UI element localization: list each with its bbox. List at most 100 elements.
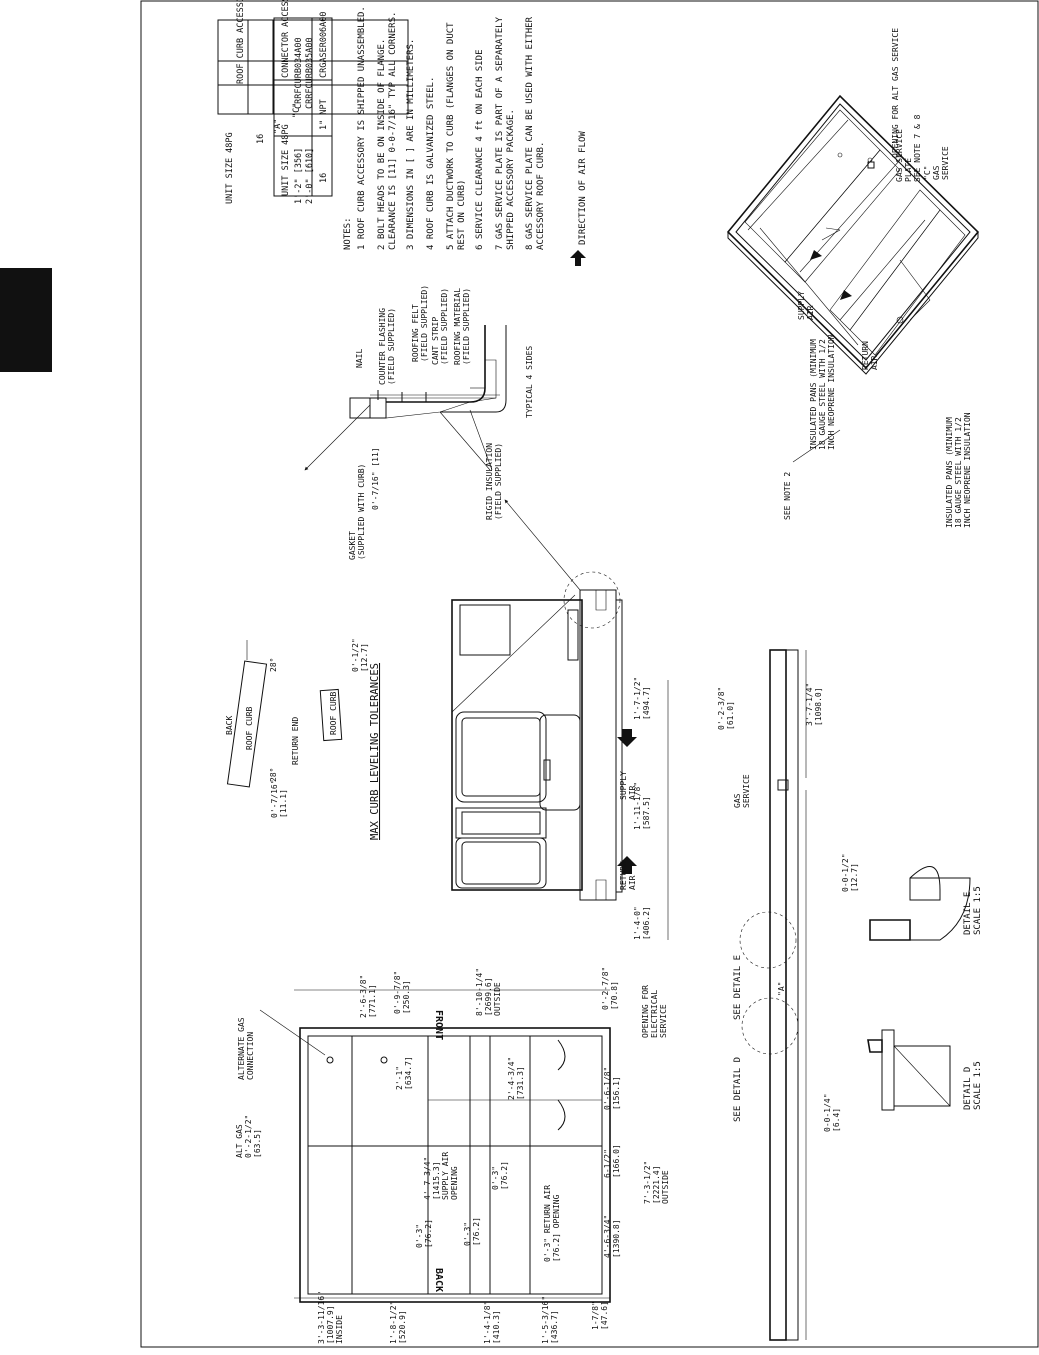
curb-h-a: "A" [273,119,283,134]
plan-d24-b: [731.3] [516,1066,525,1100]
gasket-dim: 0'-7/16" [11] [371,447,380,510]
plan-d21-a: 2'-1" [395,1066,404,1090]
iso-see-note: SEE NOTE 2 [783,472,792,520]
side-elevation: SUPPLY AIR RETURN AIR 1'-7-1/2" [494.7] … [451,571,669,940]
detail-d-scale: SCALE 1:5 [973,1061,983,1110]
airflow-legend: DIRECTION OF AIR FLOW [570,131,588,266]
curb-acc-1: CRRFCURB034A00 [294,37,304,109]
iso-supply-1: SUPPLY [797,291,806,320]
note-6: 6 SERVICE CLEARANCE 4 ft ON EACH SIDE [475,50,485,250]
iso-c-3: SERVICE [941,146,950,180]
notes-title: NOTES: [343,217,353,250]
curb-side-view: SEE DETAIL D SEE DETAIL E "A" GAS SERVIC… [717,649,823,1341]
rigid-insulation-sub: (FIELD SUPPLIED) [494,443,503,520]
counter-flashing-sub: (FIELD SUPPLIED) [387,308,396,385]
plan-d03a-a: 0'-3" [415,1224,424,1248]
iso-pans-bot-2: 18 GAUGE STEEL WITH 1/2 [954,417,963,528]
elev-supply-1: SUPPLY [619,771,628,800]
lev-dim2-a: 0'-7/16" [270,779,279,818]
plan-supply-4: OPENING [450,1166,459,1200]
note-1: 1 ROOF CURB ACCESSORY IS SHIPPED UNASSEM… [357,6,367,250]
note-5a: 5 ATTACH DUCTWORK TO CURB (FLANGES ON DU… [446,22,456,250]
iso-supply-2: AIR [806,305,815,320]
iso-plate-1: GAS SERVICE [895,129,904,182]
plan-elec-3: SERVICE [659,1004,668,1038]
plan-alt-gas-3: [63.5] [253,1129,262,1158]
plan-ow-b: [2699.6] [484,977,493,1016]
lev-curb-2: ROOF CURB [329,691,338,735]
plan-d03b-a: 0'-3" [463,1222,472,1246]
lev-back: BACK [225,716,234,735]
curb-h-size: UNIT SIZE 48PG [225,132,235,204]
lev-dim2-b: [11.1] [279,789,288,818]
plan-view: ALTERNATE GAS CONNECTION ALT GAS 0'-2-1/… [235,967,670,1344]
side-d1-b: [61.0] [726,701,735,730]
plan-ret-2: [76.2] OPENING [552,1194,561,1262]
curb-size: 16 [256,134,266,144]
plan-in-a: 3'-3-11/16" [317,1291,326,1344]
plan-d26-b: [771.1] [368,984,377,1018]
elev-d1-a: 1'-7-1/2" [633,677,642,720]
plan-d09-a: 0'-9-7/8" [393,971,402,1014]
plan-d06-a: 0'-6-1/8" [603,1067,612,1110]
iso-c-1: "C" [923,166,932,180]
iso-pans-top-1: INSULATED PANS (MINIMUM [809,339,818,450]
note-8b: ACCESSORY ROOF CURB. [536,142,546,250]
plan-ow-a: 8'-10-1/4" [475,968,484,1016]
detail-e-dim-2: [12.7] [850,863,859,892]
plan-d15-a: 1'-5-3/16" [541,1296,550,1344]
section-detail: GASKET (SUPPLIED WITH CURB) 0'-7/16" [11… [304,285,581,591]
section-tab [0,268,52,372]
curb-a-2: 2'-0" [610] [305,148,315,204]
conn-h-c: "C" [292,103,302,118]
plan-d46-a: 4'-6-3/4" [603,1215,612,1258]
iso-pans-top-2: 18 GAUGE STEEL WITH 1/2 [818,339,827,450]
detail-e: 0-0-1/2" [12.7] DETAIL E SCALE 1:5 [841,853,983,941]
iso-plate-2: PLATE [904,158,913,182]
iso-pans-bot-1: INSULATED PANS (MINIMUM [945,417,954,528]
elev-d1-b: [494.7] [642,686,651,720]
note-2a: 2 BOLT HEADS TO BE ON INSIDE OF FLANGE. [377,39,387,250]
plan-d15-b: [436.7] [550,1310,559,1344]
detail-d-label: DETAIL D [963,1067,973,1110]
plan-d03c-a: 0'-3" [491,1166,500,1190]
detail-e-scale: SCALE 1:5 [973,886,983,935]
cant-strip-sub: (FIELD SUPPLIED) [440,288,449,365]
plan-d03a-b: [76.2] [424,1219,433,1248]
plan-d02-b: [70.8] [610,981,619,1010]
detail-d: 0-0-1/4" [6.4] DETAIL D SCALE 1:5 [823,1029,983,1132]
plan-d17-b: [47.6] [600,1301,609,1330]
side-d2-a: 3'-7-1/4" [805,683,814,726]
iso-pans-bot-3: INCH NEOPRENE INSULATION [963,412,972,528]
detail-d-dim-1: 0-0-1/4" [823,1093,832,1132]
sheet-border [140,0,1039,1348]
plan-d09-b: [250.3] [402,980,411,1014]
conn-h-acc: CONNECTOR ACCESSORY PACKAGE [281,0,291,78]
plan-supply-2: [1415.3] [432,1161,441,1200]
plan-d02-a: 0'-2-7/8" [601,967,610,1010]
plan-alt-gas-conn-2: CONNECTION [246,1032,255,1080]
lev-title: MAX CURB LEVELING TOLERANCES [369,663,381,840]
elev-supply-2: AIR [628,785,637,800]
isometric-curb: OPENING FOR ALT GAS SERVICE GAS SERVICE … [726,28,980,528]
lev-angle-1: 28° [269,658,278,672]
detail-e-label: DETAIL E [963,892,973,935]
plan-back: BACK [433,1268,444,1292]
plan-d14-b: [410.3] [492,1310,501,1344]
plan-alt-gas-1: ALT GAS [235,1124,244,1158]
conn-h-size: UNIT SIZE 48PG [281,124,291,196]
iso-plate-3: SEE NOTE 7 & 8 [913,114,922,182]
elev-return-2: AIR [628,875,637,890]
lev-dim1-a: 0'-1/2" [351,638,360,672]
plan-d06-b: [156.1] [612,1076,621,1110]
side-d2-b: [1098.0] [814,687,823,726]
plan-alt-gas-2: 0'-2-1/2" [244,1115,253,1158]
plan-d26-a: 2'-6-3/8" [359,975,368,1018]
iso-return-2: AIR [870,355,879,370]
conn-c: 1" NPT [319,99,329,130]
counter-flashing: COUNTER FLASHING [378,308,387,385]
note-7a: 7 GAS SERVICE PLATE IS PART OF A SEPARAT… [495,16,505,250]
typical-label: TYPICAL 4 SIDES [525,346,534,418]
lev-angle-2: 28° [269,768,278,782]
plan-in-c: INSIDE [335,1315,344,1344]
